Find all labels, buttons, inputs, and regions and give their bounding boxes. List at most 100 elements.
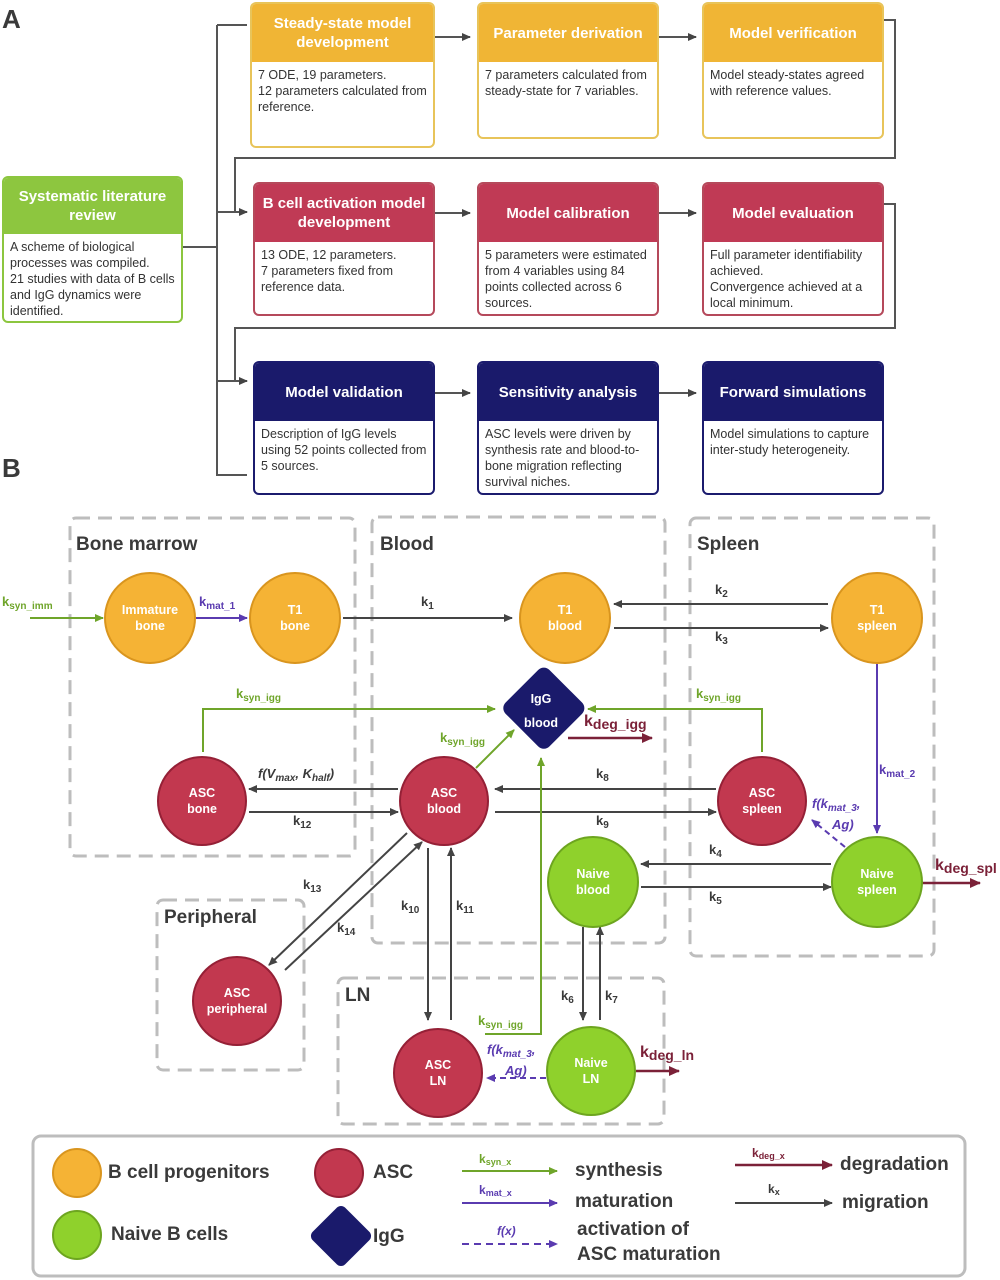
box-title: Sensitivity analysis: [479, 363, 657, 421]
region-peripheral-box: [155, 898, 306, 1072]
box-title: Forward simulations: [704, 363, 882, 421]
node-line: ASC: [430, 786, 458, 800]
node-line: bone: [187, 802, 217, 816]
label-k4: k4: [709, 842, 722, 860]
label-ksyn-igg-bone: ksyn_igg: [236, 686, 282, 704]
node-naive-blood: Naive blood: [547, 836, 639, 928]
label-k3: k3: [715, 629, 728, 647]
node-line: Naive: [860, 867, 894, 881]
label-kmat2: kmat_2: [879, 762, 916, 780]
box-title: Systematic literature review: [4, 178, 181, 234]
legend-degradation: degradation: [840, 1154, 949, 1175]
label-ksyn-igg-ln: ksyn_igg: [478, 1013, 524, 1031]
label-kdeg-ln: kdeg_ln: [640, 1044, 695, 1063]
label-k13: k13: [303, 877, 322, 895]
panel-label-b: B: [2, 453, 21, 483]
region-label-ln: LN: [345, 985, 371, 1006]
legend-frame: [31, 1134, 967, 1278]
node-asc-ln: ASC LN: [393, 1028, 483, 1118]
legend-naive-swatch: [52, 1210, 102, 1260]
box-literature-review: Systematic literature review A scheme of…: [2, 176, 183, 323]
label-k10: k10: [401, 898, 420, 916]
region-label-blood: Blood: [380, 534, 434, 555]
box-forward-simulations: Forward simulations Model simulations to…: [702, 361, 884, 495]
arrow-k14: [284, 841, 423, 971]
igg-blood-node-shape: [503, 667, 585, 749]
legend-maturation: maturation: [575, 1191, 674, 1212]
legend-naive: Naive B cells: [111, 1224, 229, 1245]
node-line: ASC: [223, 986, 251, 1000]
region-blood-box: [370, 515, 667, 945]
box-title: Parameter derivation: [479, 4, 657, 62]
legend-asc-swatch: [314, 1148, 364, 1198]
node-line: Naive: [574, 1056, 608, 1070]
legend-fx-label: f(x): [497, 1224, 516, 1238]
region-ln-box: [336, 976, 666, 1126]
label-k6: k6: [561, 988, 574, 1006]
arrow-ksyn-igg-ln: [485, 757, 545, 1035]
box-body: Full parameter identifiability achieved.…: [710, 248, 863, 310]
node-line: blood: [575, 883, 610, 897]
arrow-f-spleen: [811, 819, 846, 848]
label-f-vmax: f(Vmax, Khalf): [258, 766, 335, 784]
label-k1: k1: [421, 594, 434, 612]
node-igg-blood-label: IgG blood: [511, 680, 571, 742]
arrow-k13: [268, 832, 408, 966]
arrow-ksyn-igg-spleen: [587, 705, 763, 752]
arrow-ksyn-igg-blood: [475, 729, 515, 769]
label-k12: k12: [293, 813, 312, 831]
legend-synthesis: synthesis: [575, 1160, 663, 1181]
box-body: Model steady-states agreed with referenc…: [710, 68, 865, 98]
legend-progenitor-swatch: [52, 1148, 102, 1198]
legend-asc: ASC: [373, 1162, 414, 1183]
box-title: B cell activation model development: [255, 184, 433, 242]
legend-igg: IgG: [373, 1226, 405, 1247]
node-line: IgG: [530, 692, 552, 706]
node-line: Immature: [121, 603, 179, 617]
box-title: Model validation: [255, 363, 433, 421]
node-line: peripheral: [206, 1002, 268, 1016]
label-kdeg-igg: kdeg_igg: [584, 713, 647, 732]
region-label-peripheral: Peripheral: [164, 907, 257, 928]
degradation-arrows: [568, 733, 981, 1076]
legend-migration: migration: [842, 1192, 929, 1213]
node-line: T1: [557, 603, 573, 617]
node-line: LN: [429, 1074, 447, 1088]
panel-label-a: A: [2, 4, 21, 34]
synthesis-arrows: [30, 614, 763, 1035]
box-model-validation: Model validation Description of IgG leve…: [253, 361, 435, 495]
label-ksyn-igg-spleen: ksyn_igg: [696, 686, 742, 704]
label-ksyn-imm: ksyn_imm: [2, 594, 53, 612]
maturation-arrows: [196, 614, 881, 1082]
box-body: 7 ODE, 19 parameters. 12 parameters calc…: [258, 68, 427, 114]
node-line: ASC: [424, 1058, 452, 1072]
box-steady-state-dev: Steady-state model development 7 ODE, 19…: [250, 2, 435, 148]
flow-connectors: [183, 19, 896, 476]
node-line: spleen: [857, 883, 897, 897]
box-bcell-activation-dev: B cell activation model development 13 O…: [253, 182, 435, 316]
arrow-ksyn-igg-bone: [202, 705, 496, 752]
box-title: Steady-state model development: [252, 4, 433, 62]
box-sensitivity-analysis: Sensitivity analysis ASC levels were dri…: [477, 361, 659, 495]
label-kdeg-spl: kdeg_spl: [935, 857, 997, 876]
label-k11: k11: [456, 898, 474, 916]
label-f-kmat3-spleen: f(kmat_3,Ag): [812, 796, 861, 832]
legend-ksyn-label: ksyn_x: [479, 1152, 512, 1167]
node-line: blood: [426, 802, 461, 816]
node-line: Naive: [576, 867, 610, 881]
legend-kdeg-label: kdeg_x: [752, 1146, 785, 1161]
node-asc-blood: ASC blood: [399, 756, 489, 846]
box-body: Description of IgG levels using 52 point…: [261, 427, 427, 473]
box-parameter-derivation: Parameter derivation 7 parameters calcul…: [477, 2, 659, 139]
node-asc-peripheral: ASC peripheral: [192, 956, 282, 1046]
node-line: spleen: [857, 619, 897, 633]
label-f-kmat3-ln: f(kmat_3,Ag): [487, 1042, 536, 1078]
label-k2: k2: [715, 582, 728, 600]
node-line: blood: [523, 716, 558, 730]
